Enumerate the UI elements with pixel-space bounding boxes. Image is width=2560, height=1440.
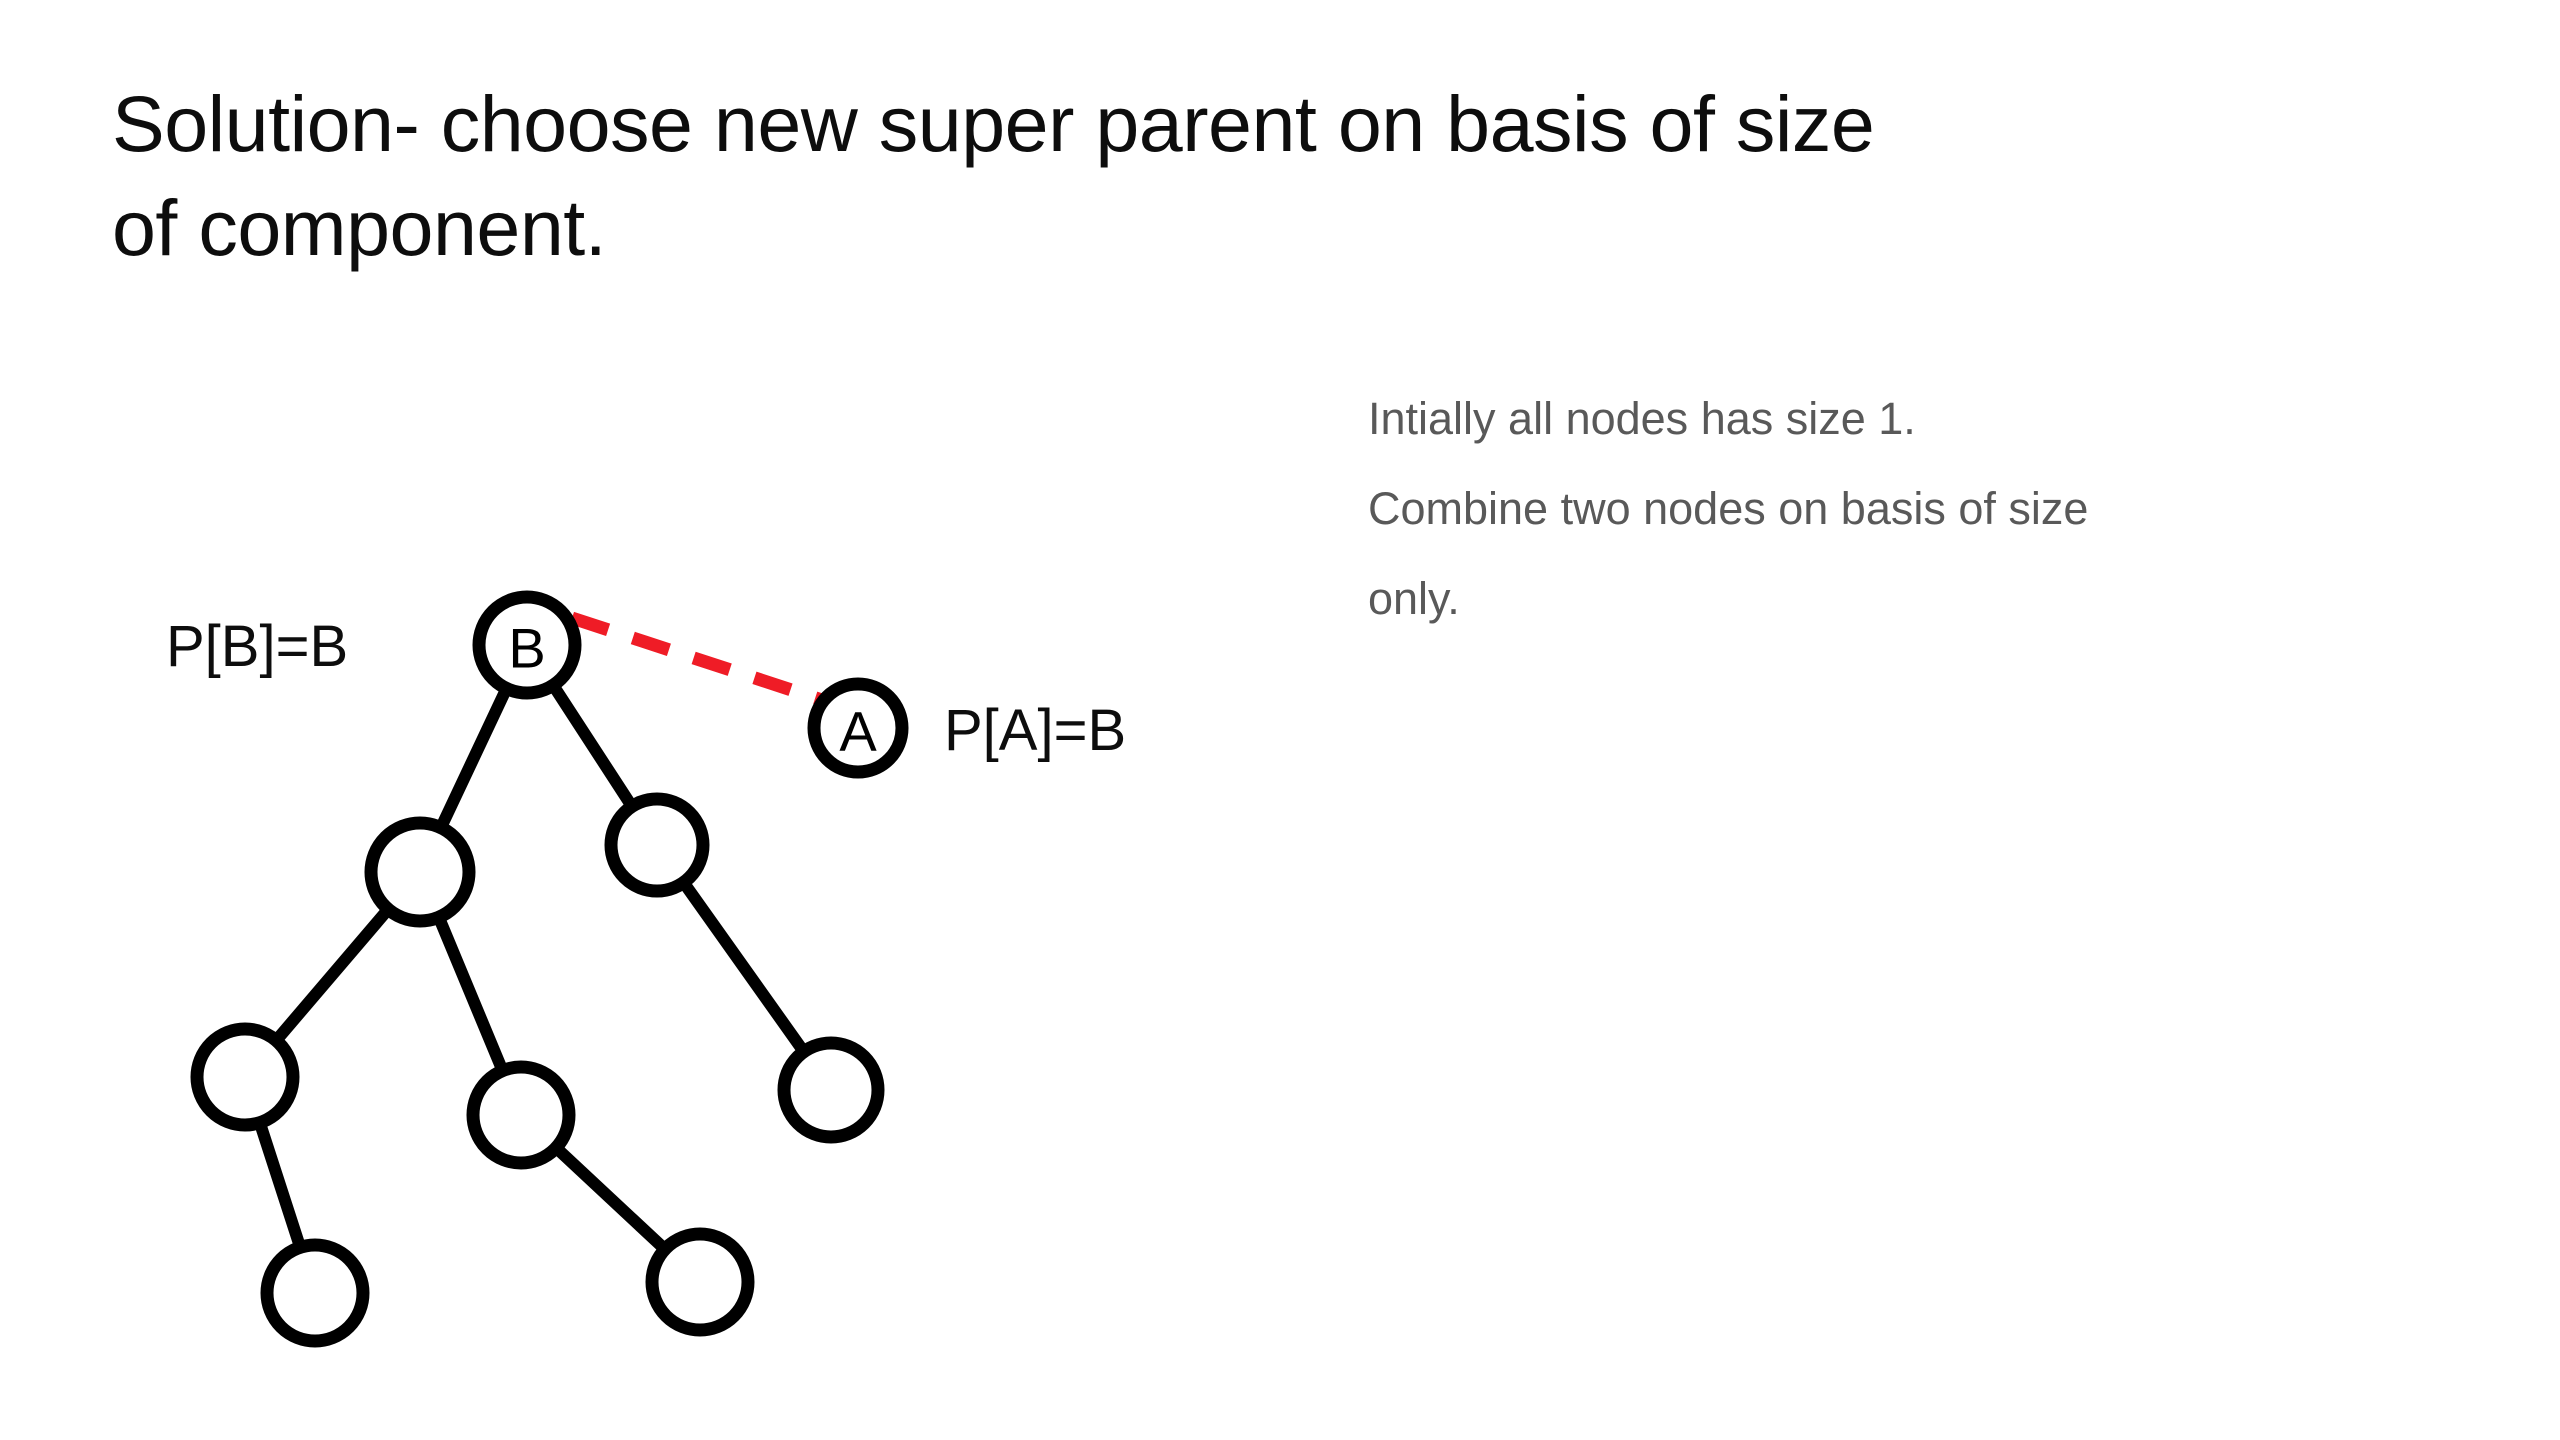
parent-of-b-label: P[B]=B: [166, 614, 348, 679]
title-line-1: Solution- choose new super parent on bas…: [112, 79, 1875, 168]
node-n6[interactable]: [260, 1238, 370, 1348]
page-title: Solution- choose new super parent on bas…: [112, 72, 2442, 280]
node-n1[interactable]: [364, 816, 476, 928]
node-n2[interactable]: [604, 792, 710, 898]
merge-edge-B-A: [569, 611, 825, 707]
title-line-2: of component.: [112, 183, 607, 272]
note-line-1: Intially all nodes has size 1.: [1368, 393, 1916, 444]
node-n4[interactable]: [466, 1060, 576, 1170]
node-n3[interactable]: [190, 1022, 300, 1132]
parent-of-a-label: P[A]=B: [944, 698, 1126, 763]
note-line-2: Combine two nodes on basis of size: [1368, 483, 2089, 534]
tree-edges: [239, 639, 837, 1299]
tree-nodes: [190, 590, 909, 1348]
node-n5[interactable]: [777, 1036, 885, 1144]
node-A[interactable]: [807, 677, 909, 779]
note-line-3: only.: [1368, 573, 1460, 624]
node-B[interactable]: [472, 590, 582, 700]
note-text: Intially all nodes has size 1. Combine t…: [1368, 374, 2448, 644]
node-n7[interactable]: [645, 1227, 755, 1337]
node-b-label: B: [508, 617, 545, 680]
node-a-label: A: [839, 700, 877, 763]
tree-diagram: B A P[B]=B P[A]=B: [166, 590, 1126, 1348]
